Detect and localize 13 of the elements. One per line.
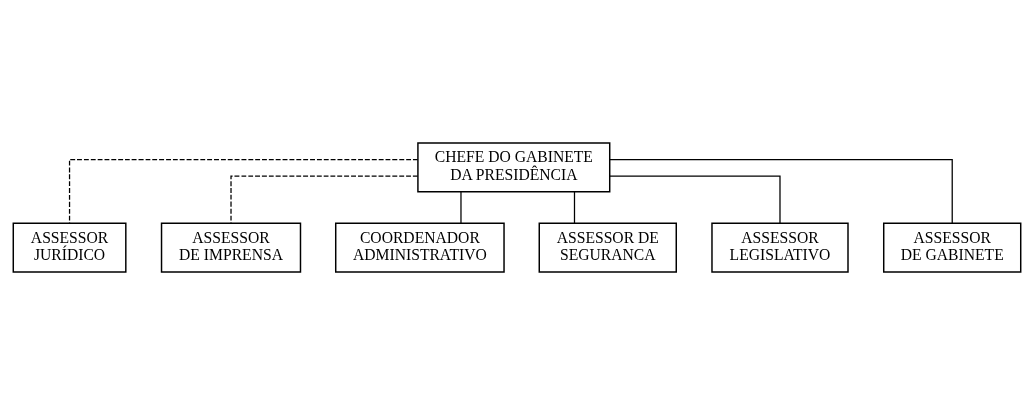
node-box: ASSESSOR LEGISLATIVO (711, 221, 849, 273)
node-box: ASSESSOR DE IMPRENSA (160, 221, 302, 273)
node-box: ASSESSOR DE GABINETE (883, 221, 1022, 273)
connector (460, 190, 462, 224)
node-box: COORDENADOR ADMINISTRATIVO (335, 221, 505, 273)
connector (573, 190, 576, 224)
node-box: ASSESSOR JURÍDICO (12, 221, 127, 273)
connector (609, 175, 781, 224)
node-box: ASSESSOR DE SEGURANCA (538, 221, 677, 273)
node-box: CHEFE DO GABINETE DA PRESIDÊNCIA (417, 141, 611, 193)
connector (609, 158, 953, 224)
connector (68, 158, 419, 224)
connector (230, 175, 419, 224)
